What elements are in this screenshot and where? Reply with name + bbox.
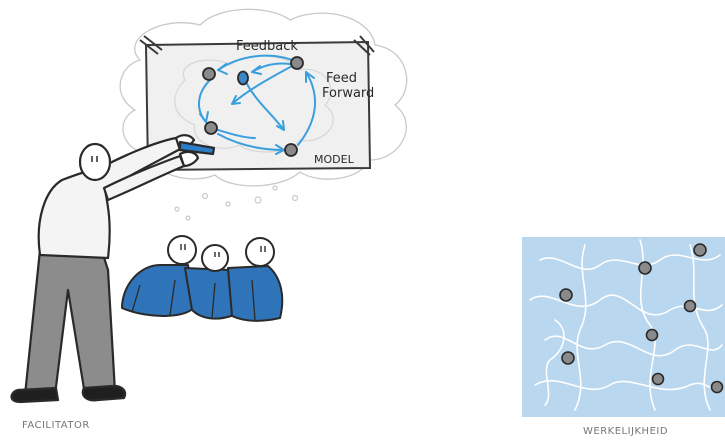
facilitator-figure [10,134,216,404]
feedback-arrows [198,54,316,155]
forward-label: Forward [322,86,374,101]
reality-node [561,351,575,365]
node [204,121,218,135]
node-highlight [237,70,249,86]
whiteboard [139,35,375,172]
facilitator-caption: FACILITATOR [22,420,90,431]
reality-node [710,380,724,394]
model-nodes [202,56,304,157]
reality-node [645,328,659,342]
reality-node [638,261,652,275]
feedback-label: Feedback [236,39,298,54]
audience-member [227,265,284,322]
node [202,67,216,81]
model-label: MODEL [314,153,355,166]
reality-node [559,288,573,302]
node [290,56,304,70]
node [284,143,298,157]
werkelijkheid-caption: WERKELIJKHEID [583,426,668,437]
feed-label: Feed [326,71,357,86]
reality-node [693,243,707,257]
reality-node [651,372,665,386]
reality-node [683,299,697,313]
reality-panel [522,237,725,417]
audience-group [121,235,284,322]
thought-bubbles [174,185,299,221]
